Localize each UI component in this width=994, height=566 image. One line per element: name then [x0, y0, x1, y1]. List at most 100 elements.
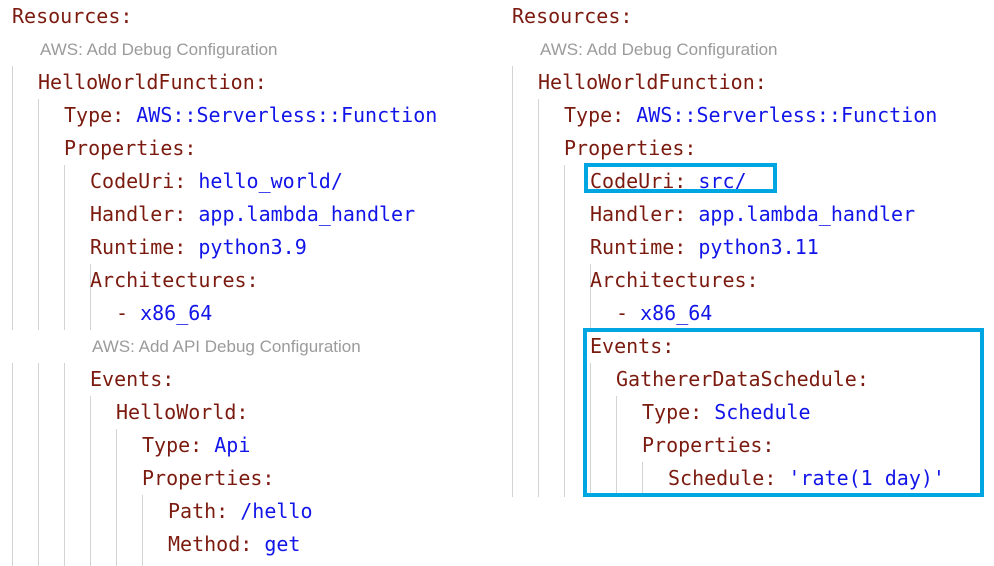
code-line[interactable]: Type: Api — [142, 429, 250, 462]
yaml-key: Resources: — [12, 4, 133, 28]
yaml-key: Type: — [64, 103, 125, 127]
space — [128, 301, 140, 325]
code-line[interactable]: Architectures: — [590, 264, 759, 297]
code-line[interactable]: Type: Schedule — [642, 396, 811, 429]
space — [776, 466, 788, 490]
space — [628, 301, 640, 325]
indent-guide — [642, 462, 643, 497]
space — [186, 202, 198, 226]
code-line[interactable]: CodeUri: hello_world/ — [90, 165, 343, 198]
yaml-value: python3.11 — [698, 235, 819, 259]
space — [686, 202, 698, 226]
yaml-key: CodeUri: — [590, 169, 687, 193]
code-line[interactable]: CodeUri: src/ — [590, 165, 747, 198]
yaml-value: Api — [214, 433, 251, 457]
code-line[interactable]: Type: AWS::Serverless::Function — [64, 99, 437, 132]
yaml-key: Properties: — [64, 136, 197, 160]
indent-guide — [12, 363, 13, 566]
yaml-value: app.lambda_handler — [198, 202, 416, 226]
code-line[interactable]: Runtime: python3.9 — [90, 231, 307, 264]
yaml-value: src/ — [698, 169, 747, 193]
code-line[interactable]: - x86_64 — [616, 297, 712, 330]
yaml-value: hello_world/ — [198, 169, 343, 193]
yaml-key: Runtime: — [590, 235, 687, 259]
yaml-value: x86_64 — [640, 301, 713, 325]
yaml-value: python3.9 — [198, 235, 307, 259]
space — [186, 169, 198, 193]
yaml-value: 'rate(1 day)' — [788, 466, 945, 490]
yaml-key: CodeUri: — [90, 169, 187, 193]
code-line[interactable]: HelloWorldFunction: — [538, 66, 767, 99]
indent-guide — [590, 264, 591, 330]
yaml-key: GathererDataSchedule: — [616, 367, 869, 391]
code-line[interactable]: Type: AWS::Serverless::Function — [564, 99, 937, 132]
code-line[interactable]: Path: /hello — [168, 495, 313, 528]
space — [124, 103, 136, 127]
code-line[interactable]: Properties: — [64, 132, 196, 165]
code-line[interactable]: Properties: — [564, 132, 696, 165]
yaml-key: Architectures: — [90, 268, 259, 292]
code-line[interactable]: GathererDataSchedule: — [616, 363, 869, 396]
yaml-key: HelloWorld: — [116, 400, 249, 424]
yaml-key: HelloWorldFunction: — [538, 70, 767, 94]
yaml-key: Events: — [590, 334, 675, 358]
code-line[interactable]: - x86_64 — [116, 297, 212, 330]
space — [702, 400, 714, 424]
code-line[interactable]: Runtime: python3.11 — [590, 231, 819, 264]
code-line[interactable]: Resources: — [512, 0, 632, 33]
yaml-key: Type: — [642, 400, 703, 424]
yaml-value: AWS::Serverless::Function — [136, 103, 438, 127]
code-line[interactable]: Events: — [590, 330, 674, 363]
yaml-value: Schedule — [714, 400, 811, 424]
code-line[interactable]: Handler: app.lambda_handler — [90, 198, 415, 231]
yaml-key: Properties: — [642, 433, 775, 457]
yaml-value: app.lambda_handler — [698, 202, 916, 226]
space — [686, 169, 698, 193]
space — [686, 235, 698, 259]
yaml-key: Events: — [90, 367, 175, 391]
code-line[interactable]: Properties: — [142, 462, 274, 495]
space — [202, 433, 214, 457]
indent-guide — [538, 99, 539, 497]
codelens-action[interactable]: AWS: Add API Debug Configuration — [92, 337, 361, 356]
yaml-list-dash: - — [616, 301, 629, 325]
yaml-key: Schedule: — [668, 466, 777, 490]
yaml-value: AWS::Serverless::Function — [636, 103, 938, 127]
code-line[interactable]: Schedule: 'rate(1 day)' — [668, 462, 945, 495]
indent-guide — [142, 495, 143, 566]
yaml-key: Runtime: — [90, 235, 187, 259]
codelens-action[interactable]: AWS: Add Debug Configuration — [40, 40, 278, 59]
codelens-action[interactable]: AWS: Add Debug Configuration — [540, 40, 778, 59]
indent-guide — [116, 429, 117, 566]
code-line[interactable]: Properties: — [642, 429, 774, 462]
yaml-list-dash: - — [116, 301, 129, 325]
yaml-key: Type: — [564, 103, 625, 127]
yaml-value: x86_64 — [140, 301, 213, 325]
indent-guide — [12, 66, 13, 330]
code-line[interactable]: Resources: — [12, 0, 132, 33]
yaml-key: Properties: — [142, 466, 275, 490]
indent-guide — [64, 363, 65, 566]
code-line[interactable]: HelloWorldFunction: — [38, 66, 267, 99]
space — [624, 103, 636, 127]
indent-guide — [38, 99, 39, 330]
code-line[interactable]: Events: — [90, 363, 174, 396]
indent-guide — [512, 66, 513, 497]
indent-guide — [90, 264, 91, 330]
space — [186, 235, 198, 259]
yaml-value: get — [264, 532, 301, 556]
indent-guide — [616, 396, 617, 497]
code-line[interactable]: Architectures: — [90, 264, 259, 297]
space — [252, 532, 264, 556]
code-line[interactable]: Method: get — [168, 528, 300, 561]
code-line[interactable]: Handler: app.lambda_handler — [590, 198, 915, 231]
yaml-value: /hello — [240, 499, 313, 523]
code-line[interactable]: HelloWorld: — [116, 396, 248, 429]
indent-guide — [564, 165, 565, 497]
yaml-key: Properties: — [564, 136, 697, 160]
yaml-key: Architectures: — [590, 268, 759, 292]
yaml-key: Handler: — [590, 202, 687, 226]
yaml-key: Handler: — [90, 202, 187, 226]
